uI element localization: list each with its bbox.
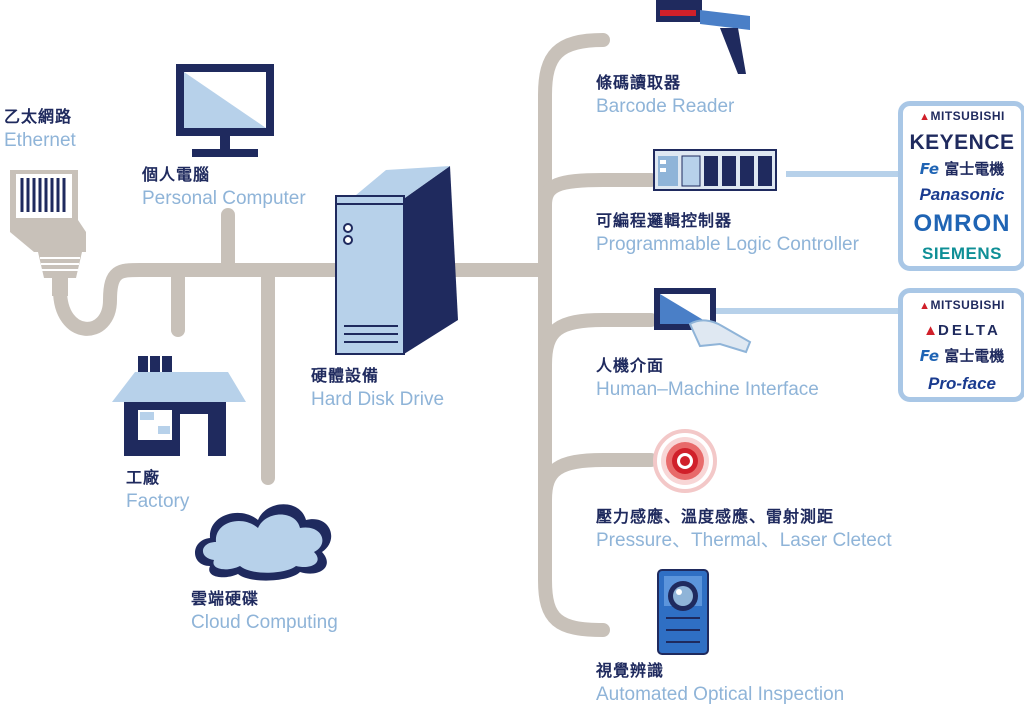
server-tower-icon: [335, 166, 458, 355]
personal-computer-label-en: Personal Computer: [142, 188, 306, 210]
plc-brand-box: MITSUBISHI KEYENCE Fe 富士電機 Panasonic OMR…: [898, 101, 1024, 271]
plc-module-icon: [653, 149, 777, 191]
hmi-label-en: Human–Machine Interface: [596, 379, 819, 401]
aoi-label-en: Automated Optical Inspection: [596, 684, 845, 706]
cloud-label: 雲端硬碟 Cloud Computing: [191, 589, 338, 634]
aoi-label: 視覺辨識 Automated Optical Inspection: [596, 661, 845, 706]
fuji-emblem-icon: Fe: [919, 346, 939, 365]
hmi-brand-box: MITSUBISHI DELTA Fe 富士電機 Pro-face: [898, 288, 1024, 402]
brand-keyence-logo: KEYENCE: [909, 131, 1015, 155]
brand-omron-logo: OMRON: [913, 209, 1011, 237]
cloud-label-en: Cloud Computing: [191, 612, 338, 634]
hdd-label-zh: 硬體設備: [311, 366, 380, 385]
connection-lines: [53, 33, 658, 637]
barcode-label-zh: 條碼讀取器: [596, 73, 682, 92]
monitor-icon: [176, 64, 274, 157]
barcode-reader-icon: [656, 0, 750, 74]
brand-proface-logo: Pro-face: [927, 373, 997, 393]
touch-panel-icon: [654, 288, 752, 354]
brand-mitsubishi-logo: MITSUBISHI: [919, 299, 1005, 312]
sensors-label-zh: 壓力感應、溫度感應、雷射測距: [596, 507, 835, 526]
hdd-label-en: Hard Disk Drive: [311, 389, 445, 411]
factory-label-en: Factory: [126, 491, 190, 513]
brand-fuji-text: 富士電機: [944, 346, 1005, 365]
factory-label: 工廠 Factory: [126, 468, 190, 513]
ethernet-label-en: Ethernet: [4, 130, 76, 152]
hmi-branch-line: [538, 313, 658, 372]
ethernet-plug-icon: [10, 170, 86, 296]
sensors-label: 壓力感應、溫度感應、雷射測距 Pressure、Thermal、Laser Cl…: [596, 507, 892, 552]
ethernet-label: 乙太網路 Ethernet: [4, 107, 76, 152]
plc-label: 可編程邏輯控制器 Programmable Logic Controller: [596, 211, 859, 256]
sensor-branch-line: [538, 453, 658, 507]
personal-computer-label: 個人電腦 Personal Computer: [142, 165, 306, 210]
brand-fuji-logo: Fe 富士電機: [919, 346, 1005, 365]
plc-label-en: Programmable Logic Controller: [596, 234, 859, 256]
factory-label-zh: 工廠: [126, 468, 161, 487]
hmi-label-zh: 人機介面: [596, 356, 665, 375]
barcode-branch-line: [538, 173, 658, 212]
brand-delta-logo: DELTA: [923, 323, 1001, 338]
camera-icon: [657, 569, 709, 655]
hdd-label: 硬體設備 Hard Disk Drive: [311, 366, 445, 411]
ethernet-label-zh: 乙太網路: [4, 107, 73, 126]
brand-fuji-logo: Fe 富士電機: [920, 162, 1005, 177]
plc-label-zh: 可編程邏輯控制器: [596, 211, 733, 230]
brand-siemens-logo: SIEMENS: [921, 243, 1003, 263]
factory-icon: [112, 356, 246, 456]
barcode-label: 條碼讀取器 Barcode Reader: [596, 73, 735, 118]
sensors-label-en: Pressure、Thermal、Laser Cletect: [596, 530, 892, 552]
cloud-label-zh: 雲端硬碟: [191, 589, 260, 608]
fuji-emblem-icon: Fe: [919, 160, 939, 179]
barcode-label-en: Barcode Reader: [596, 96, 735, 118]
sensor-target-icon: [653, 429, 717, 493]
hmi-label: 人機介面 Human–Machine Interface: [596, 356, 819, 401]
main-trunk-line: [53, 263, 552, 336]
cloud-icon: [195, 504, 332, 581]
personal-computer-label-zh: 個人電腦: [142, 165, 211, 184]
brand-mitsubishi-logo: MITSUBISHI: [919, 110, 1005, 123]
aoi-label-zh: 視覺辨識: [596, 661, 665, 680]
brand-panasonic-logo: Panasonic: [919, 184, 1005, 204]
brand-fuji-text: 富士電機: [944, 160, 1005, 179]
